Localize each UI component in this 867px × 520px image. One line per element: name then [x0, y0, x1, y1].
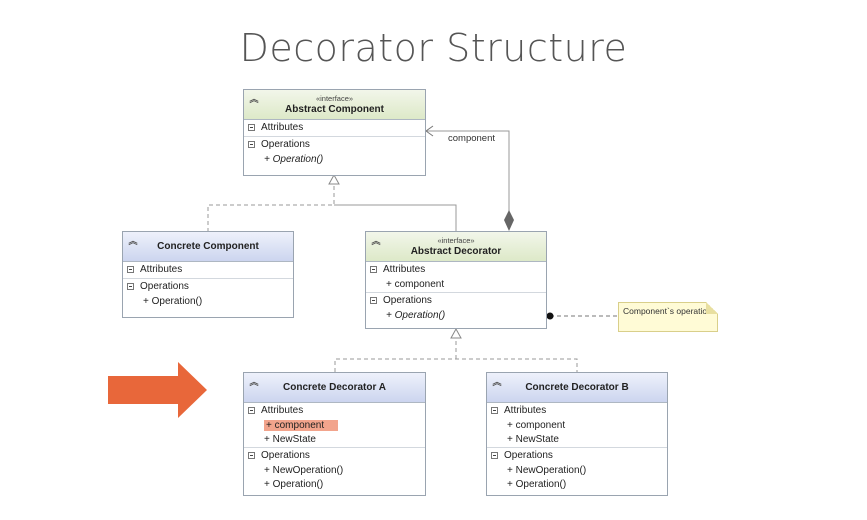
- class-name: Abstract Decorator: [410, 246, 502, 257]
- class-header: ︽ Concrete Decorator A: [244, 373, 425, 403]
- attributes-section: Attributes: [123, 262, 293, 279]
- operation-item: + NewOperation(): [507, 465, 587, 476]
- collapse-minus-icon[interactable]: [370, 266, 377, 273]
- highlighted-attribute: + component: [264, 420, 339, 431]
- attributes-section: Attributes: [244, 120, 425, 137]
- attributes-label: Attributes: [261, 405, 304, 416]
- concrete-component-class[interactable]: ︽ Concrete Component Attributes Operatio…: [122, 231, 294, 318]
- collapse-icon[interactable]: ︽: [249, 94, 259, 104]
- operations-label: Operations: [383, 295, 432, 306]
- collapse-minus-icon[interactable]: [127, 283, 134, 290]
- operations-label: Operations: [140, 281, 189, 292]
- collapse-icon[interactable]: ︽: [492, 377, 502, 387]
- operation-item: + Operation(): [264, 479, 324, 490]
- class-name: Abstract Component: [285, 104, 384, 115]
- operations-section: Operations + Operation(): [123, 279, 293, 309]
- operation-item: + Operation(): [143, 296, 203, 307]
- collapse-minus-icon[interactable]: [248, 407, 255, 414]
- realization-arrowhead: [450, 327, 462, 339]
- association-arrowhead: [425, 125, 434, 137]
- collapse-minus-icon[interactable]: [491, 452, 498, 459]
- collapse-minus-icon[interactable]: [127, 266, 134, 273]
- collapse-icon[interactable]: ︽: [371, 236, 381, 246]
- operation-item: + Operation(): [264, 154, 324, 165]
- attribute-item-highlighted: + component: [244, 419, 425, 433]
- collapse-minus-icon[interactable]: [370, 297, 377, 304]
- class-name: Concrete Decorator A: [283, 382, 386, 393]
- collapse-minus-icon[interactable]: [491, 407, 498, 414]
- generalization-arrowhead: [328, 173, 340, 185]
- attribute-item: + component: [386, 279, 445, 290]
- inheritance-line-abstract-decorator: [334, 204, 457, 232]
- operations-label: Operations: [504, 450, 553, 461]
- collapse-minus-icon[interactable]: [248, 141, 255, 148]
- stereotype: «interface»: [437, 236, 475, 245]
- collapse-minus-icon[interactable]: [248, 124, 255, 131]
- concrete-decorator-a-class[interactable]: ︽ Concrete Decorator A Attributes + comp…: [243, 372, 426, 496]
- attribute-item: + component: [507, 420, 566, 431]
- aggregation-diamond: [504, 210, 514, 231]
- class-header: ︽ «interface» Abstract Decorator: [366, 232, 546, 262]
- note-anchor: [546, 312, 554, 320]
- operation-item: + Operation(): [386, 310, 446, 321]
- collapse-icon[interactable]: ︽: [249, 377, 259, 387]
- abstract-decorator-class[interactable]: ︽ «interface» Abstract Decorator Attribu…: [365, 231, 547, 329]
- operations-label: Operations: [261, 450, 310, 461]
- pointer-arrow: [108, 362, 207, 418]
- attribute-item: + NewState: [264, 434, 316, 445]
- page-title: Decorator Structure: [239, 26, 628, 70]
- operations-section: Operations + Operation(): [366, 293, 546, 323]
- association-label: component: [448, 133, 496, 144]
- operations-section: Operations + NewOperation() + Operation(…: [487, 448, 667, 492]
- class-header: ︽ Concrete Decorator B: [487, 373, 667, 403]
- operations-section: Operations + NewOperation() + Operation(…: [244, 448, 425, 492]
- realization-line-concrete-component: [207, 184, 335, 232]
- operation-item: + Operation(): [507, 479, 567, 490]
- stereotype: «interface»: [315, 94, 354, 103]
- attributes-section: Attributes + component + NewState: [244, 403, 425, 448]
- class-header: ︽ Concrete Component: [123, 232, 293, 262]
- realization-line-decorators: [334, 358, 578, 372]
- collapse-minus-icon[interactable]: [248, 452, 255, 459]
- class-header: ︽ «interface» Abstract Component: [244, 90, 425, 120]
- aggregation-line: [426, 130, 510, 214]
- attributes-label: Attributes: [504, 405, 547, 416]
- operations-section: Operations + Operation(): [244, 137, 425, 167]
- operations-label: Operations: [261, 139, 310, 150]
- class-name: Concrete Component: [157, 241, 259, 252]
- attributes-section: Attributes + component: [366, 262, 546, 293]
- attributes-label: Attributes: [140, 264, 183, 275]
- note: Component`s operation: [618, 302, 718, 332]
- attribute-item: + NewState: [507, 434, 559, 445]
- attributes-label: Attributes: [261, 122, 304, 133]
- class-name: Concrete Decorator B: [525, 382, 629, 393]
- attributes-section: Attributes + component + NewState: [487, 403, 667, 448]
- abstract-component-class[interactable]: ︽ «interface» Abstract Component Attribu…: [243, 89, 426, 176]
- concrete-decorator-b-class[interactable]: ︽ Concrete Decorator B Attributes + comp…: [486, 372, 668, 496]
- attributes-label: Attributes: [383, 264, 426, 275]
- collapse-icon[interactable]: ︽: [128, 236, 138, 246]
- operation-item: + NewOperation(): [264, 465, 344, 476]
